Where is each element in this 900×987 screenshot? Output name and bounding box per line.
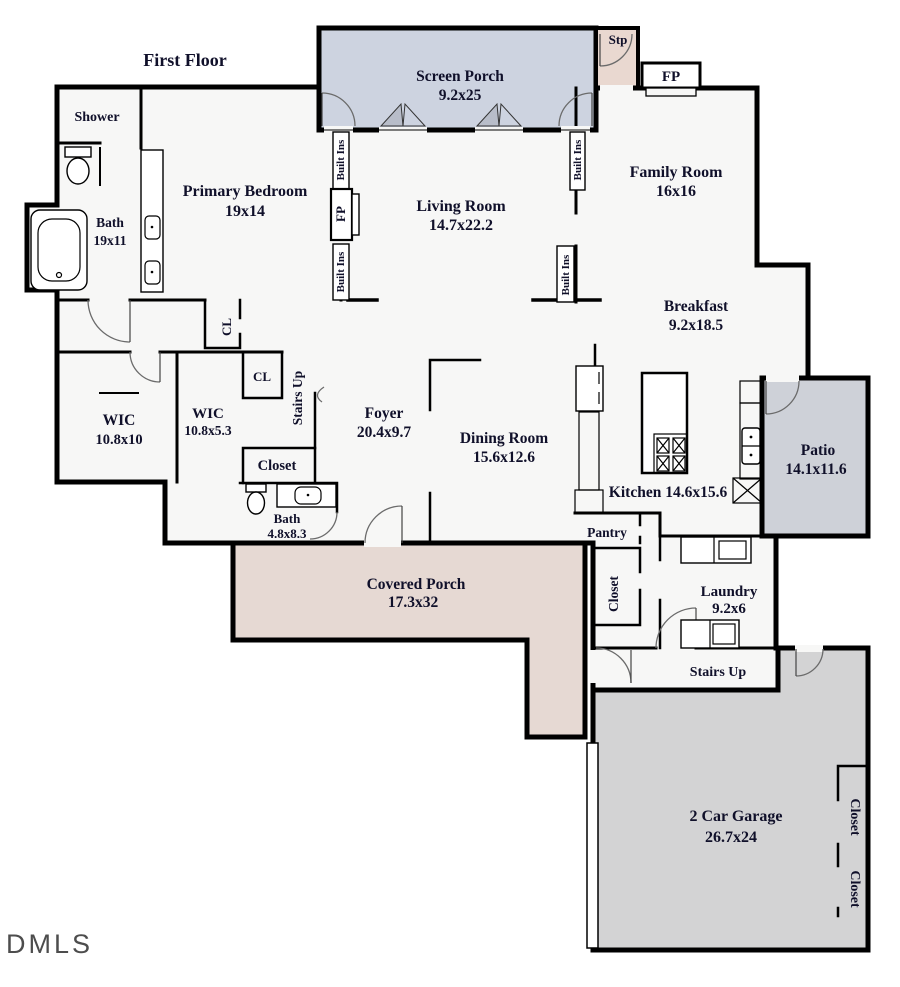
family-room-label: Family Room: [630, 164, 724, 181]
dining-room-label: Dining Room: [460, 430, 548, 447]
hall-bath-dims: 4.8x8.3: [268, 526, 308, 541]
foyer-label: Foyer: [365, 405, 404, 422]
vanity-sink-icon: [276, 483, 337, 508]
wic-small-label: WIC: [192, 406, 224, 422]
screen-door-icons: [379, 102, 523, 127]
bathtub-icon: [30, 209, 88, 291]
shower-label: Shower: [74, 110, 119, 125]
garage-dims: 26.7x24: [705, 829, 757, 846]
door-swings: [87, 33, 824, 684]
built-ins-right-top-icon: [569, 131, 586, 191]
laundry-label: Laundry: [701, 584, 758, 600]
covered-porch-dims: 17.3x32: [388, 594, 439, 611]
primary-bedroom-label: Primary Bedroom: [183, 183, 308, 200]
cooktop-icon: [653, 433, 688, 474]
primary-bedroom-dims: 19x14: [225, 203, 265, 220]
patio-dims: 14.1x11.6: [785, 461, 846, 478]
closet-cl-label: CL: [219, 318, 234, 336]
toilet-icon: [245, 483, 267, 493]
stoop-label: Stp: [609, 32, 628, 47]
built-ins-label: Built Ins: [560, 254, 572, 295]
toilet-icon: [64, 146, 92, 158]
living-fireplace-label: FP: [333, 206, 348, 222]
stairs-up-label: Stairs Up: [690, 665, 747, 680]
wic-small-dims: 10.8x5.3: [184, 423, 232, 438]
hall-bath-fixtures: [245, 483, 337, 515]
dmls-watermark: DMLS: [6, 929, 93, 959]
hall-bath-label: Bath: [274, 511, 302, 526]
patio-label: Patio: [801, 442, 836, 459]
breakfast-label: Breakfast: [664, 298, 729, 315]
garage-door-icon: [586, 742, 599, 949]
built-ins-right-bottom-icon: [556, 245, 575, 303]
garage-area: [590, 645, 871, 953]
living-room-dims: 14.7x22.2: [429, 217, 493, 234]
built-ins-label: Built Ins: [335, 139, 347, 180]
kitchen-sink-icon: [741, 427, 761, 465]
closet-label: Closet: [847, 870, 862, 908]
closet-label: Closet: [606, 576, 621, 612]
wic-large-label: WIC: [103, 412, 136, 429]
screen-porch-dims: 9.2x25: [439, 87, 482, 104]
breakfast-dims: 9.2x18.5: [669, 317, 724, 334]
dining-room-dims: 15.6x12.6: [473, 449, 535, 466]
kitchen-fixtures: [574, 365, 763, 514]
door-openings: [324, 85, 823, 683]
covered-porch-area: [230, 540, 588, 740]
primary-bath-fixtures: [30, 146, 164, 293]
closet-label: Closet: [847, 798, 862, 836]
built-ins-label: Built Ins: [572, 139, 584, 180]
double-vanity-icon: [140, 149, 164, 293]
family-fireplace-label: FP: [662, 69, 680, 85]
living-room-label: Living Room: [416, 198, 506, 215]
primary-bath-label: Bath: [96, 215, 124, 230]
closet-label: Closet: [258, 458, 297, 474]
foyer-dims: 20.4x9.7: [357, 424, 412, 441]
counter-icon: [739, 402, 763, 480]
family-room-dims: 16x16: [656, 183, 696, 200]
kitchen-label: Kitchen 14.6x15.6: [609, 484, 728, 501]
wic-large-dims: 10.8x10: [95, 432, 142, 448]
pantry-label: Pantry: [587, 525, 627, 540]
screen-porch-label: Screen Porch: [416, 68, 504, 85]
built-ins-left-bottom-icon: [332, 243, 350, 301]
fireplaces-builtins: [329, 61, 702, 303]
laundry-fixtures: [680, 536, 752, 649]
kitchen-island-icon: [640, 371, 689, 475]
covered-porch-label: Covered Porch: [367, 576, 466, 593]
built-ins-label: Built Ins: [335, 251, 347, 292]
primary-bath-dims: 19x11: [93, 233, 126, 248]
screen-porch-area: [316, 25, 599, 133]
patio-area: [759, 375, 871, 539]
closet-cl-label: CL: [253, 369, 271, 384]
stairs-up-label: Stairs Up: [290, 371, 305, 425]
page-title: First Floor: [143, 50, 226, 70]
laundry-dims: 9.2x6: [712, 601, 746, 617]
garage-label: 2 Car Garage: [689, 808, 782, 825]
dishwasher-icon: [732, 477, 763, 504]
